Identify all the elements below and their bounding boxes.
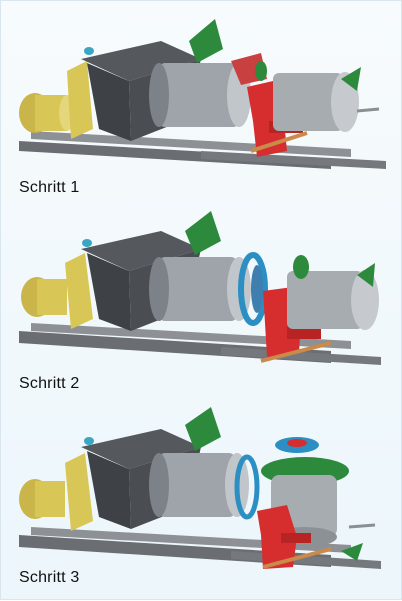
step-2: Schritt 2 <box>1 201 402 401</box>
machine-illustration-step-3 <box>19 407 381 569</box>
step-3: Schritt 3 <box>1 401 402 601</box>
step-label: Schritt 1 <box>19 179 80 196</box>
step-label: Schritt 2 <box>19 375 80 392</box>
step-label: Schritt 3 <box>19 569 80 586</box>
machine-illustration-step-1 <box>19 19 386 169</box>
step-1: Schritt 1 <box>1 1 402 201</box>
machine-illustration-step-2 <box>19 211 381 365</box>
